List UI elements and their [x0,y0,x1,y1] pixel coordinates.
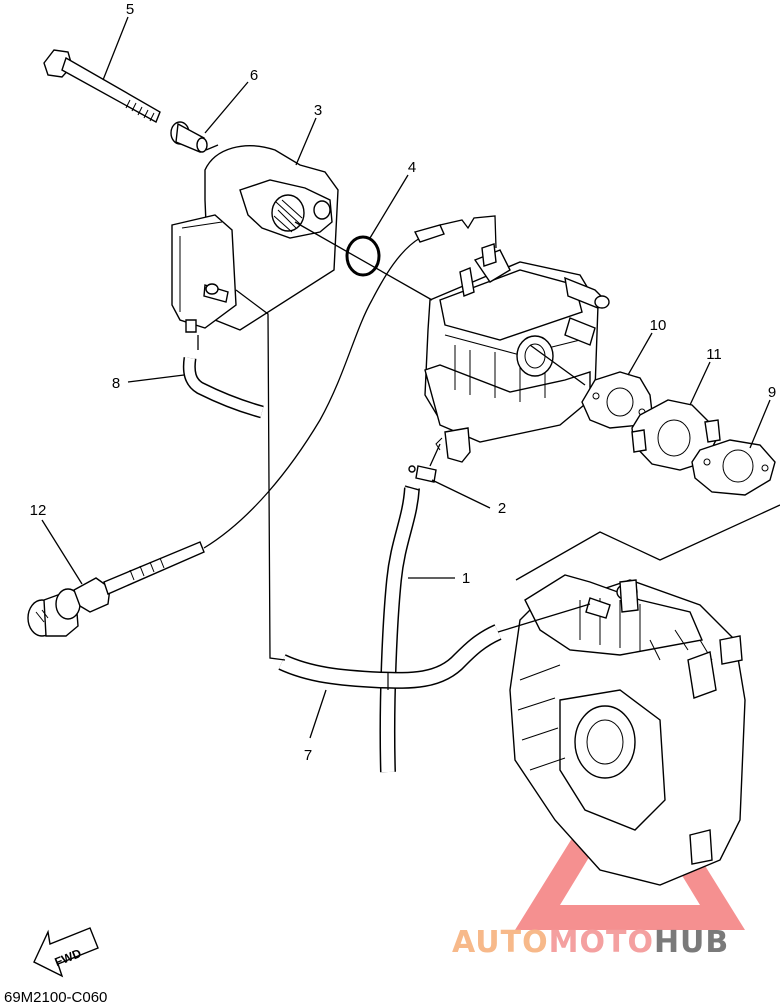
callout-9: 9 [768,384,776,401]
callout-11: 11 [706,346,722,363]
fuel-hose-part-1 [379,485,420,773]
callout-3: 3 [314,102,322,119]
engine-block [509,574,746,886]
watermark-text: AUTOMOTOHUB [452,925,729,960]
watermark-triangle [515,745,745,930]
gasket-part-10 [581,371,653,429]
watermark-hub: HUB [654,925,729,960]
vent-hose-part-7 [278,624,502,690]
insulator-part-11 [631,399,721,471]
drain-hose-part-8 [182,357,264,419]
collar-part-6 [170,121,208,153]
callout-1: 1 [462,570,470,587]
gasket-part-9 [691,439,776,496]
diagram-code: 69M2100-C060 [4,989,107,1005]
callout-5: 5 [126,1,134,18]
hose-clamp-part-2 [408,465,437,483]
svg-text:AUTOMOTOHUB: AUTOMOTOHUB [452,925,729,960]
callout-2: 2 [498,500,506,517]
watermark-auto: AUTO [452,925,549,960]
callout-4: 4 [408,159,416,176]
intake-silencer-part-3 [171,145,339,333]
bolt-part-5 [43,49,161,123]
choke-knob-part-12 [27,541,205,637]
callout-10: 10 [650,317,667,334]
callout-12: 12 [30,502,47,519]
fwd-direction-arrow: FWD [33,927,99,978]
watermark-moto: MOTO [549,925,654,960]
o-ring-part-4 [345,235,381,277]
callout-7: 7 [304,747,312,764]
callout-leaders [41,16,771,739]
leader-lines [197,144,780,661]
callout-8: 8 [112,375,120,392]
callout-6: 6 [250,67,258,84]
carburetor-assembly [424,243,610,463]
callout-labels: 5 6 3 4 10 11 9 8 2 12 1 7 [30,1,777,764]
